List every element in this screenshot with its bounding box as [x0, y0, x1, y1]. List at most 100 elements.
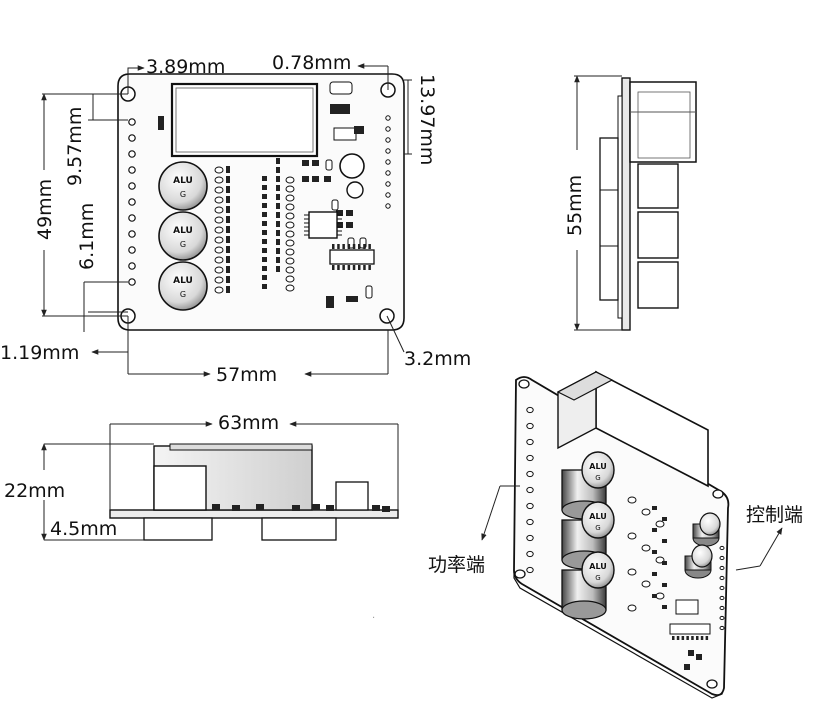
capacitor-label: ALU — [589, 462, 607, 471]
smd-part — [326, 505, 334, 511]
iso-components — [627, 496, 721, 670]
smd-pad — [627, 604, 637, 612]
smd-pad — [627, 568, 637, 576]
smd-resistor — [652, 594, 657, 598]
smd-resistor — [262, 212, 267, 217]
capacitor-label: G — [595, 524, 600, 532]
smd-resistor — [346, 222, 353, 228]
capacitor-label: G — [595, 574, 600, 582]
mount-hole — [706, 679, 718, 689]
ic-pin — [691, 636, 694, 640]
smd-resistor — [276, 194, 280, 200]
pin-hole — [385, 137, 391, 143]
smd-resistor — [652, 528, 657, 532]
front-pin-block — [261, 517, 337, 541]
smd-pad — [214, 236, 224, 244]
ic-pin — [686, 636, 689, 640]
smd-resistor — [262, 248, 267, 253]
ic-pin — [332, 244, 335, 249]
smd-resistor — [262, 194, 267, 199]
pin-hole — [719, 555, 725, 561]
smd-resistor — [226, 186, 230, 193]
smd-pad — [285, 185, 295, 193]
smd-part — [329, 81, 353, 95]
header-pins — [332, 244, 371, 270]
dim-side-height: 55mm — [564, 174, 586, 236]
smd-resistor — [262, 185, 267, 190]
capacitor-top — [581, 451, 615, 489]
header-chip — [329, 249, 375, 265]
smd-pad — [627, 532, 637, 540]
front-view — [41, 421, 399, 541]
ic-pin — [368, 244, 371, 249]
label-power-side: 功率端 — [428, 554, 486, 576]
capacitor-label: G — [180, 290, 186, 299]
smd-part — [326, 296, 334, 308]
ic-pin — [696, 636, 699, 640]
smd-resistor — [662, 517, 667, 521]
capacitor-top — [581, 501, 615, 539]
ic-pin — [352, 244, 356, 249]
smd-resistor — [226, 236, 230, 243]
iso-pin-holes — [514, 379, 725, 689]
smd-pad — [285, 275, 295, 283]
side-pin-block — [599, 137, 619, 301]
smd-pad — [214, 196, 224, 204]
pin-hole — [719, 605, 725, 611]
pin-hole — [526, 438, 534, 446]
smd-pad — [285, 176, 295, 184]
smd-resistor — [688, 650, 694, 656]
ic-pin — [347, 244, 351, 249]
pin-hole — [128, 214, 136, 222]
smd-resistor — [662, 539, 667, 543]
pin-hole — [526, 502, 534, 510]
mount-hole — [518, 379, 530, 389]
smd-resistor — [262, 275, 267, 280]
mount-hole — [712, 489, 724, 499]
smd-pad — [285, 221, 295, 229]
smd-part — [372, 505, 380, 511]
smd-part — [312, 504, 320, 510]
ic-pin — [342, 244, 345, 249]
smd-pad — [214, 266, 224, 274]
smd-resistor — [262, 266, 267, 271]
pin-hole — [719, 545, 725, 551]
smd-pad — [214, 216, 224, 224]
pin-hole — [719, 585, 725, 591]
pin-hole — [385, 181, 391, 187]
dim-pitch-bottom: 6.1mm — [76, 202, 98, 270]
capacitor — [158, 261, 208, 311]
ic-pin — [705, 636, 709, 640]
smd-resistor — [662, 605, 667, 609]
capacitor-label: ALU — [173, 276, 193, 286]
smd-pad — [214, 166, 224, 174]
smd-resistor — [262, 230, 267, 235]
smd-pad — [214, 176, 224, 184]
smd-component-group — [214, 158, 367, 294]
smd-part — [365, 285, 373, 299]
smd-resistor — [276, 203, 280, 209]
smd-resistor — [276, 212, 280, 218]
smd-pad — [285, 284, 295, 292]
smd-resistor — [226, 206, 230, 213]
smd-resistor — [276, 266, 280, 272]
smd-resistor — [276, 167, 280, 173]
smd-part — [354, 126, 364, 134]
pin-hole — [526, 454, 534, 462]
dim-front-height: 22mm — [4, 480, 66, 502]
smd-pad — [214, 186, 224, 194]
smd-resistor — [226, 276, 230, 283]
side-pcb — [621, 77, 631, 331]
smd-pad — [627, 496, 637, 504]
smd-pad — [285, 230, 295, 238]
smd-pad — [655, 592, 665, 600]
smd-resistor — [684, 664, 690, 670]
pin-hole — [128, 278, 136, 286]
smd-part — [292, 505, 300, 511]
smd-pad — [285, 248, 295, 256]
